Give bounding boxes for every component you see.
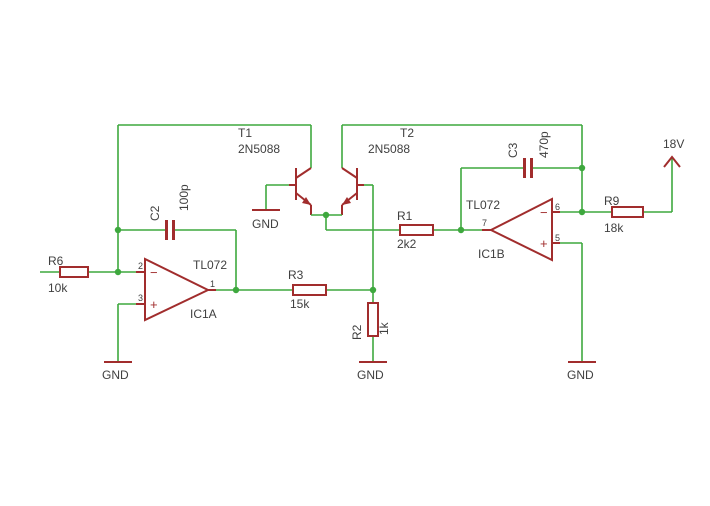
label-r6-name: R6 xyxy=(48,254,64,268)
label-r2-name: R2 xyxy=(350,324,364,340)
junction-dot xyxy=(457,226,465,234)
label-c2-value: 100p xyxy=(177,184,191,211)
junction-dot xyxy=(578,208,586,216)
label-supply: 18V xyxy=(663,137,684,151)
label-ic1a-name: IC1A xyxy=(190,307,217,321)
pin-label: 3 xyxy=(138,293,143,303)
label-t1-value: 2N5088 xyxy=(238,142,280,156)
label-r2-value: 1k xyxy=(377,321,391,335)
label-ic1b-value: TL072 xyxy=(466,198,500,212)
pin-label: 7 xyxy=(482,218,487,228)
junction-dot xyxy=(369,286,377,294)
label-r3-name: R3 xyxy=(288,268,304,282)
resistor-r2 xyxy=(367,302,379,337)
label-c3-name: C3 xyxy=(506,142,520,158)
label-ic1b-name: IC1B xyxy=(478,247,505,261)
resistor-r9 xyxy=(611,206,644,218)
label-gnd: GND xyxy=(567,368,594,382)
label-gnd: GND xyxy=(357,368,384,382)
label-t2-name: T2 xyxy=(400,126,414,140)
resistor-r1 xyxy=(399,224,434,236)
label-r1-name: R1 xyxy=(397,209,413,223)
label-gnd: GND xyxy=(252,217,279,231)
label-t1-name: T1 xyxy=(238,126,252,140)
pin-label: 6 xyxy=(555,202,560,212)
pin-label: 5 xyxy=(555,233,560,243)
label-ic1a-value: TL072 xyxy=(193,258,227,272)
label-r9-name: R9 xyxy=(604,194,620,208)
capacitor-c2 xyxy=(165,220,175,240)
opamp-ic1b-plus-sign: + xyxy=(540,236,548,251)
resistor-r6 xyxy=(59,266,89,278)
label-r9-value: 18k xyxy=(604,221,624,235)
label-gnd: GND xyxy=(102,368,129,382)
label-c3-value: 470p xyxy=(537,131,551,158)
junction-dot xyxy=(114,226,122,234)
supply-arrow-icon xyxy=(663,155,681,168)
label-r6-value: 10k xyxy=(48,281,68,295)
opamp-ic1a xyxy=(136,257,216,322)
transistor-t1 xyxy=(289,167,312,215)
transistor-t2 xyxy=(341,167,364,215)
opamp-ic1a-minus-sign: − xyxy=(150,265,158,280)
label-r1-value: 2k2 xyxy=(397,237,417,251)
junction-dot xyxy=(114,268,122,276)
opamp-ic1a-plus-sign: + xyxy=(150,297,158,312)
opamp-ic1b xyxy=(482,197,560,262)
opamp-ic1b-minus-sign: − xyxy=(540,205,548,220)
capacitor-c3 xyxy=(523,158,533,178)
pin-label: 1 xyxy=(210,279,215,289)
wires xyxy=(40,124,673,362)
label-c2-name: C2 xyxy=(148,205,162,221)
pin-label: 2 xyxy=(138,261,143,271)
junctions xyxy=(114,164,586,294)
junction-dot xyxy=(578,164,586,172)
label-r3-value: 15k xyxy=(290,297,310,311)
resistor-r3 xyxy=(292,284,327,296)
label-t2-value: 2N5088 xyxy=(368,142,410,156)
junction-dot xyxy=(232,286,240,294)
